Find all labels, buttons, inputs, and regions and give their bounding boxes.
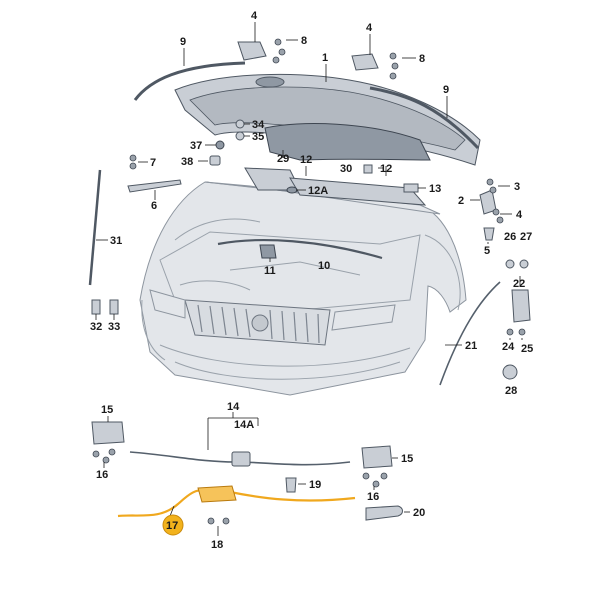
callout-12-right: 12 — [380, 163, 392, 175]
grommet-28 — [502, 364, 518, 380]
callout-8-right: 8 — [419, 53, 425, 65]
cowl-grommet-12a — [286, 186, 298, 194]
clip-35 — [235, 131, 245, 141]
callout-20: 20 — [413, 507, 425, 519]
right-headlight — [331, 304, 396, 331]
callout-35: 35 — [252, 131, 264, 143]
bolt-18a — [207, 517, 215, 525]
callout-labels: 4 8 4 8 9 1 9 34 35 37 38 29 12 30 12 13… — [90, 10, 533, 551]
release-cable-17 — [117, 488, 356, 518]
callout-4-right: 4 — [366, 22, 373, 34]
cable-bracket-left — [91, 421, 125, 445]
callout-37: 37 — [190, 140, 202, 152]
gas-strut — [88, 169, 102, 286]
callout-10: 10 — [318, 260, 330, 272]
callout-31: 31 — [110, 235, 122, 247]
bonnet-hinge-right — [351, 53, 379, 71]
bonnet-hinge-left — [237, 41, 267, 61]
callout-14a: 14A — [234, 419, 254, 431]
callout-5: 5 — [484, 245, 490, 257]
release-cable-upper — [439, 281, 501, 386]
callout-4-left: 4 — [251, 10, 258, 22]
callout-11: 11 — [264, 265, 276, 277]
callout-6: 6 — [151, 200, 157, 212]
callout-29: 29 — [277, 153, 289, 165]
callout-12a: 12A — [308, 185, 328, 197]
callout-34: 34 — [252, 119, 265, 131]
latch-bracket-22 — [511, 289, 531, 323]
callout-9-right: 9 — [443, 84, 449, 96]
cowl-clip — [363, 164, 373, 174]
hinge-pin-26 — [505, 259, 515, 269]
screw-24 — [506, 328, 514, 336]
callout-14: 14 — [227, 401, 240, 413]
brand-badge-emblem — [251, 314, 269, 332]
bonnet-seal-right — [369, 86, 480, 150]
car-body-illustration — [139, 181, 467, 396]
engine-bay-seal — [217, 238, 383, 260]
screw-25 — [518, 328, 526, 336]
leader-lines — [95, 22, 523, 536]
callout-13: 13 — [429, 183, 441, 195]
callout-24: 24 — [502, 341, 515, 353]
callout-2: 2 — [458, 195, 464, 207]
hinge-bolts — [129, 38, 504, 224]
callout-22: 22 — [513, 278, 525, 290]
callout-8-left: 8 — [301, 35, 307, 47]
callout-30: 30 — [340, 163, 352, 175]
callout-38: 38 — [181, 156, 193, 168]
callout-9-left: 9 — [180, 36, 186, 48]
bonnet-stay-arm — [127, 179, 182, 193]
cowl-cover-13 — [403, 183, 419, 193]
callout-26: 26 — [504, 231, 516, 243]
callout-15-right: 15 — [401, 453, 413, 465]
callout-32: 32 — [90, 321, 102, 333]
callout-33: 33 — [108, 321, 120, 333]
cable-17-handle — [197, 485, 237, 503]
clip-32 — [91, 299, 101, 315]
cable-bracket-right — [361, 445, 393, 469]
callout-3: 3 — [514, 181, 520, 193]
clip-33 — [109, 299, 119, 315]
left-headlight — [149, 289, 186, 319]
bonnet-seal-left — [133, 61, 246, 101]
stop-buffer-38 — [209, 155, 221, 166]
callout-17: 17 — [166, 520, 178, 532]
bonnet-insulation-mat — [264, 123, 431, 161]
bolt-18b — [222, 517, 230, 525]
callout-15-left: 15 — [101, 404, 113, 416]
callout-18: 18 — [211, 539, 223, 551]
callout-16-right: 16 — [367, 491, 379, 503]
callout-7: 7 — [150, 157, 156, 169]
callout-21-upper: 21 — [465, 340, 477, 352]
rubber-buffer-5 — [483, 227, 495, 241]
cable-clip-19 — [285, 477, 297, 493]
hinge-pin-27 — [519, 259, 529, 269]
clip-34 — [235, 119, 245, 129]
callout-28: 28 — [505, 385, 517, 397]
callout-19: 19 — [309, 479, 321, 491]
bonnet-latch-11 — [259, 244, 277, 259]
cable-coupler-14a — [231, 451, 251, 467]
callout-4-side: 4 — [516, 209, 523, 221]
callout-25: 25 — [521, 343, 533, 355]
callout-17-badge: 17 — [162, 514, 184, 536]
release-handle-20 — [365, 505, 403, 521]
callout-16-left: 16 — [96, 469, 108, 481]
callout-12-left: 12 — [300, 154, 312, 166]
callout-27: 27 — [520, 231, 532, 243]
callout-1: 1 — [322, 52, 328, 64]
clip-37 — [215, 140, 225, 150]
bracket-bolts — [92, 448, 388, 488]
